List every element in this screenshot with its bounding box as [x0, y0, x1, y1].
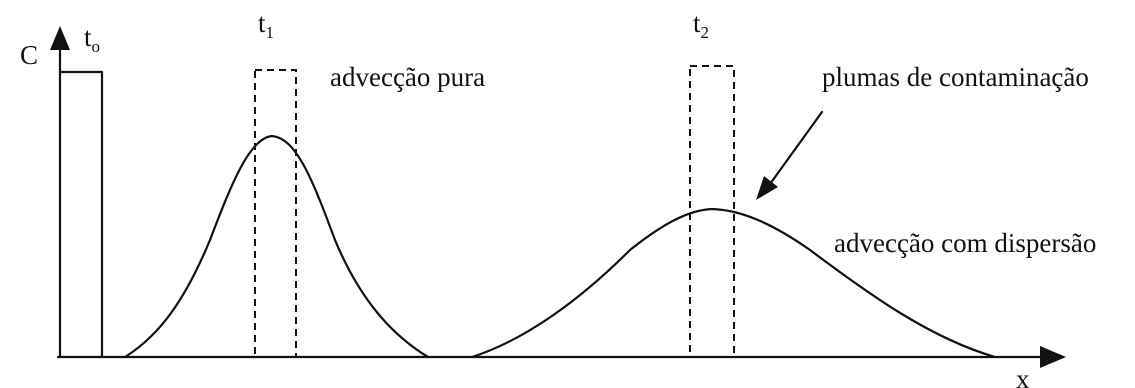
dispersed-plume-t1: [123, 134, 430, 359]
plume-pointer-arrow: [768, 110, 824, 186]
plume-pointer-arrowhead: [756, 176, 778, 200]
contamination-plumes-label: plumas de contaminação: [822, 62, 1089, 92]
y-axis-label: C: [20, 40, 38, 70]
y-axis-arrowhead: [50, 26, 70, 50]
x-axis-label: x: [1016, 364, 1030, 388]
initial-pulse-t0: [58, 70, 104, 359]
x-axis-arrowhead: [1040, 346, 1066, 368]
time-label-t2: t2: [693, 8, 709, 42]
advection-dispersion-label: advecção com dispersão: [834, 228, 1096, 258]
pure-advection-pulse-t1: [254, 69, 297, 358]
time-label-t0: to: [84, 22, 100, 56]
time-label-t1: t1: [258, 8, 274, 42]
dispersed-plume-t2: [470, 207, 997, 359]
pure-advection-label: advecção pura: [330, 62, 485, 92]
